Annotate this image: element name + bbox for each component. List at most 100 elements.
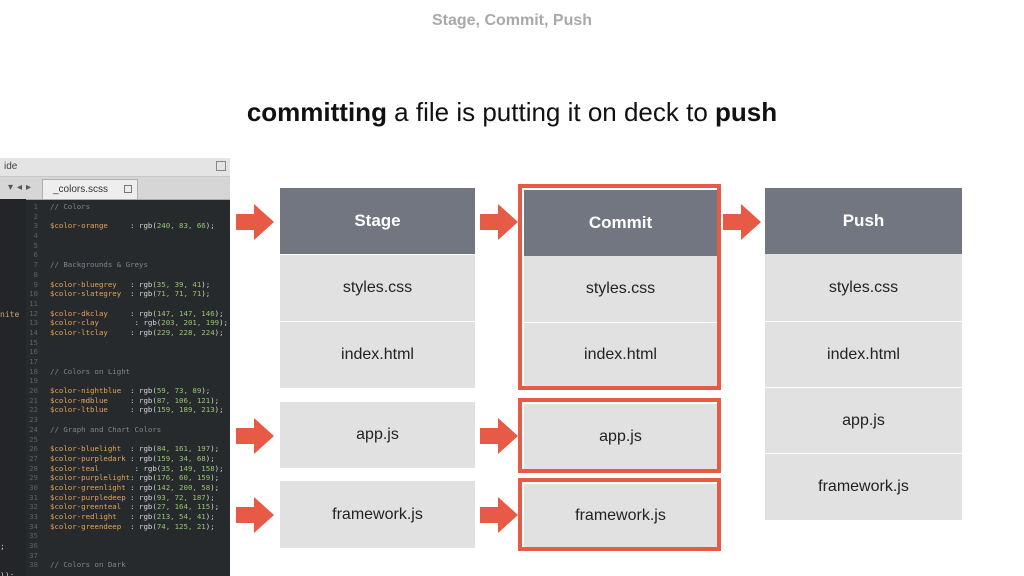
code-line: 13 $color-clay : rgb(203, 201, 199); — [26, 318, 230, 328]
code-text: $color-dkclay : rgb(147, 147, 146); — [50, 308, 224, 318]
code-line: 2 — [26, 212, 230, 222]
code-text: $color-ltclay : rgb(229, 228, 224); — [50, 327, 224, 337]
code-line: 24// Graph and Chart Colors — [26, 425, 230, 435]
stage-item-framework-js: framework.js — [280, 481, 475, 548]
code-line: 7// Backgrounds & Greys — [26, 260, 230, 270]
arrow-right-icon — [480, 204, 518, 240]
close-icon[interactable] — [124, 185, 132, 193]
line-number: 14 — [29, 327, 38, 337]
line-number: 6 — [33, 250, 38, 260]
line-number: 11 — [29, 298, 38, 308]
code-line: 28$color-teal : rgb(35, 149, 158); — [26, 464, 230, 474]
headline-bold-push: push — [715, 97, 778, 127]
code-line: 4 — [26, 231, 230, 241]
editor-titlebar: ide — [0, 158, 230, 177]
code-line: 17 — [26, 357, 230, 367]
commit-item-app-js: app.js — [524, 404, 717, 470]
arrow-right-icon — [723, 204, 761, 240]
line-number: 22 — [29, 405, 38, 415]
code-line: 11 — [26, 299, 230, 309]
line-number: 31 — [29, 492, 38, 502]
push-item-index-html: index.html — [765, 321, 962, 387]
commit-item-framework-js: framework.js — [524, 484, 717, 548]
line-number: 35 — [29, 531, 38, 541]
code-line: 34$color-greendeep : rgb(74, 125, 21); — [26, 522, 230, 532]
code-text: $color-ltblue : rgb(159, 189, 213); — [50, 405, 224, 415]
arrow-right-icon — [236, 497, 274, 533]
slide-title: Stage, Commit, Push — [431, 12, 593, 29]
code-text: $color-redlight : rgb(213, 54, 41); — [50, 512, 215, 521]
code-line: 10$color-slategrey : rgb(71, 71, 71); — [26, 289, 230, 299]
arrow-right-icon — [480, 418, 518, 454]
code-line: 32$color-greenteal : rgb(27, 164, 115); — [26, 502, 230, 512]
stage-header: Stage — [280, 188, 475, 254]
code-line: 25 — [26, 435, 230, 445]
code-line: 16 — [26, 347, 230, 357]
code-text: $color-orange : rgb(240, 83, 66); — [50, 221, 215, 231]
line-number: 15 — [29, 337, 38, 347]
code-line: 26$color-bluelight : rgb(84, 161, 197); — [26, 444, 230, 454]
line-number: 3 — [33, 221, 38, 231]
code-line: 18// Colors on Light — [26, 367, 230, 377]
arrow-right-icon — [236, 204, 274, 240]
line-number: 12 — [29, 308, 38, 318]
code-text: // Colors — [50, 202, 91, 211]
line-number: 5 — [33, 240, 38, 250]
line-number: 29 — [29, 473, 38, 483]
sidebar-fragment: nite — [0, 310, 20, 319]
code-text: $color-purpledeep : rgb(93, 72, 187); — [50, 492, 215, 502]
code-line: 8 — [26, 270, 230, 280]
code-text: $color-clay : rgb(203, 201, 199); — [50, 318, 229, 328]
code-line: 20$color-nightblue : rgb(59, 73, 89); — [26, 386, 230, 396]
code-line: 27$color-purpledark : rgb(159, 34, 68); — [26, 454, 230, 464]
arrow-right-icon — [480, 497, 518, 533]
push-header: Push — [765, 188, 962, 254]
line-number: 36 — [29, 541, 38, 551]
code-text: $color-nightblue : rgb(59, 73, 89); — [50, 386, 211, 396]
code-line: 21$color-mdblue : rgb(87, 106, 121); — [26, 396, 230, 406]
code-text: $color-bluegrey : rgb(35, 39, 41); — [50, 279, 211, 289]
headline-bold-committing: committing — [246, 97, 387, 127]
code-text: // Backgrounds & Greys — [50, 260, 148, 270]
line-number: 9 — [33, 279, 38, 289]
code-line: 3 $color-orange : rgb(240, 83, 66); — [26, 221, 230, 231]
line-number: 37 — [29, 550, 38, 560]
sidebar-fragment: ; — [0, 542, 5, 551]
code-line: 29 $color-purplelight: rgb(176, 60, 159); — [26, 473, 230, 483]
commit-item-styles-css: styles.css — [524, 256, 717, 322]
push-item-framework-js: framework.js — [765, 453, 962, 520]
code-text: // Graph and Chart Colors — [50, 424, 162, 434]
code-text: // Colors on Light — [50, 366, 131, 376]
sidebar-fragment: )); — [0, 571, 15, 576]
commit-header: Commit — [524, 190, 717, 256]
code-line: 19 — [26, 376, 230, 386]
code-line: 35 — [26, 531, 230, 541]
line-number: 25 — [29, 434, 38, 444]
code-text: $color-slategrey : rgb(71, 71, 71); — [50, 289, 211, 299]
line-number: 1 — [33, 202, 38, 211]
line-number: 13 — [29, 318, 38, 328]
tab-colors-scss[interactable]: _colors.scss — [42, 179, 138, 199]
commit-item-index-html: index.html — [524, 322, 717, 386]
code-text: $color-greenlight : rgb(142, 200, 58); — [50, 482, 220, 492]
tab-label: _colors.scss — [53, 184, 109, 195]
code-text: $color-purplelight: rgb(176, 60, 159); — [50, 473, 220, 483]
line-number: 27 — [29, 453, 38, 463]
line-number: 8 — [33, 269, 38, 279]
tab-nav-icons[interactable]: ▾◂▸ — [8, 182, 36, 193]
layout-icon[interactable] — [216, 161, 226, 171]
code-line: 5 — [26, 241, 230, 251]
arrow-right-icon — [236, 418, 274, 454]
code-line: 22 $color-ltblue : rgb(159, 189, 213); — [26, 405, 230, 415]
editor-tabbar: ▾◂▸ _colors.scss — [0, 177, 230, 200]
sidebar-panel: nite ; )); — [0, 199, 26, 576]
line-number: 38 — [29, 560, 38, 570]
headline: committing a file is putting it on deck … — [0, 97, 1024, 128]
commit-highlight — [518, 184, 721, 390]
line-number: 21 — [29, 395, 38, 405]
stage-item-styles-css: styles.css — [280, 255, 475, 321]
line-number: 34 — [29, 521, 38, 531]
code-text: $color-bluelight : rgb(84, 161, 197); — [50, 444, 220, 454]
code-line: 30$color-greenlight : rgb(142, 200, 58); — [26, 483, 230, 493]
